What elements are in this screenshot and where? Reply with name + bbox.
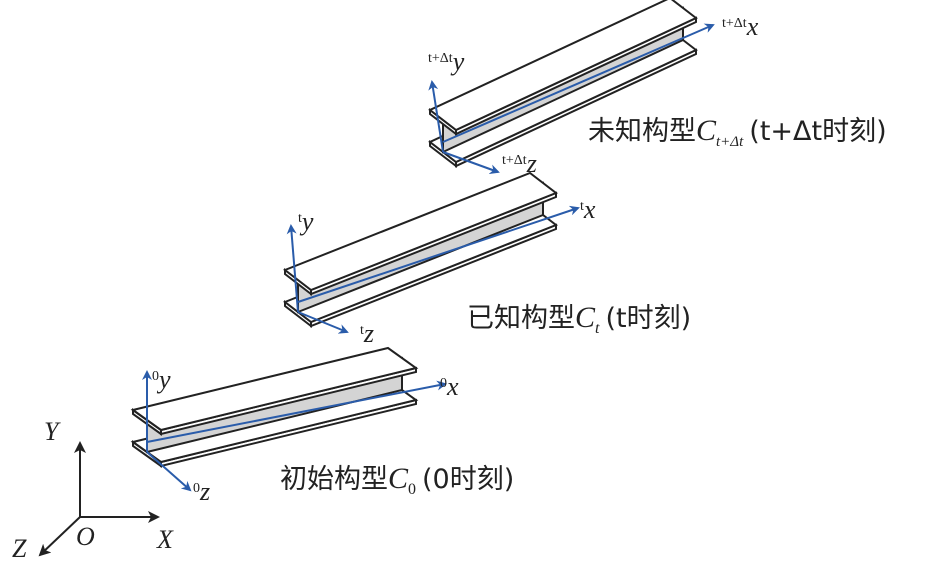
y-prefix: 0 <box>152 369 159 384</box>
beam-unknown <box>428 0 715 174</box>
top-flange <box>428 0 698 132</box>
x-label: x <box>446 372 459 401</box>
y-label: y <box>156 365 171 394</box>
svg-text:tz: tz <box>360 319 374 348</box>
svg-text:tx: tx <box>580 195 596 224</box>
axis-labels-unknown: t+Δty t+Δtx t+Δtz 未知构型Ct+Δt(t+Δt时刻) <box>428 12 887 178</box>
svg-text:t+Δtz: t+Δtz <box>502 149 537 178</box>
svg-text:t+Δty: t+Δty <box>428 47 465 76</box>
x-prefix: 0 <box>440 376 447 391</box>
label-initial-configuration: 初始构型C0(0时刻) <box>280 462 514 498</box>
z-prefix: 0 <box>193 481 200 496</box>
local-x-axis <box>442 23 715 143</box>
local-z-axis <box>146 451 192 492</box>
local-y-axis <box>428 80 444 153</box>
svg-text:0y: 0y <box>152 365 171 394</box>
top-flange <box>130 346 419 432</box>
z-label: z <box>199 477 210 506</box>
local-z-axis <box>442 151 500 174</box>
global-y-label: Y <box>44 417 61 446</box>
svg-text:0x: 0x <box>440 372 459 401</box>
local-x-axis <box>146 380 447 443</box>
local-z-axis <box>297 311 349 334</box>
top-flange <box>282 171 559 292</box>
global-x-label: X <box>156 525 174 554</box>
label-unknown-configuration: 未知构型Ct+Δt(t+Δt时刻) <box>588 114 887 150</box>
local-y-axis <box>286 224 299 313</box>
label-known-configuration: 已知构型Ct(t时刻) <box>467 301 691 337</box>
svg-text:ty: ty <box>298 207 314 236</box>
axis-labels-known: ty tx tz 已知构型Ct(t时刻) <box>298 195 691 348</box>
global-z-label: Z <box>12 534 27 563</box>
beam-known <box>282 171 580 334</box>
svg-text:t+Δtx: t+Δtx <box>722 12 759 41</box>
global-z-axis <box>38 516 81 557</box>
beam-initial <box>130 346 447 492</box>
local-x-axis <box>297 205 580 303</box>
global-axes: Y X Z O <box>12 417 174 563</box>
axis-labels-initial: 0y 0x 0z 初始构型C0(0时刻) <box>152 365 514 506</box>
svg-text:0z: 0z <box>193 477 210 506</box>
global-origin-label: O <box>76 522 95 551</box>
